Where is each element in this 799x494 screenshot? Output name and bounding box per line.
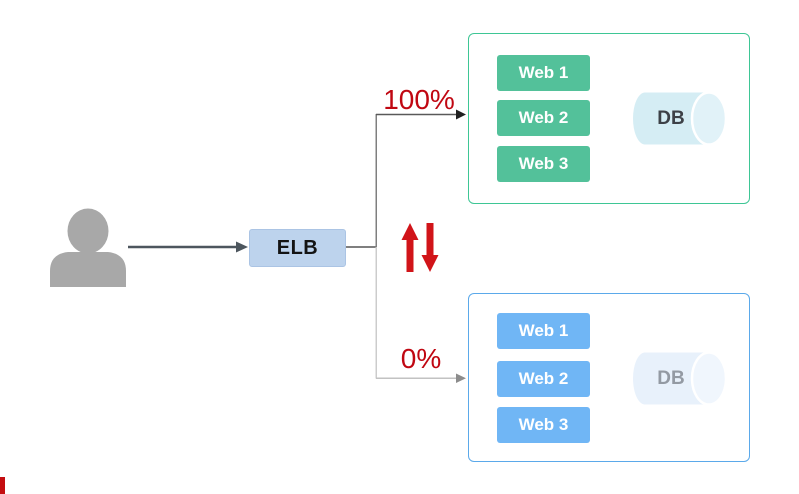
server-web1-green: Web 1 (497, 55, 590, 91)
user-to-elb-arrow (128, 241, 248, 253)
route-0-label: 0% (400, 343, 442, 374)
db-label: DB (657, 107, 685, 129)
server-label: Web 1 (518, 63, 569, 82)
db-cylinder-icon (633, 351, 728, 406)
server-label: Web 3 (518, 415, 569, 434)
db-cylinder-icon (633, 91, 728, 146)
server-label: Web 2 (518, 369, 569, 388)
environment-box-blue: Web 1 Web 2 Web 3 DB (468, 293, 750, 462)
user-icon (50, 208, 126, 287)
route-100-arrow (376, 109, 466, 120)
elb-box: ELB (249, 229, 346, 267)
bottom-left-red-bar (0, 477, 5, 494)
elb-label: ELB (276, 236, 319, 259)
switch-traffic-arrows-icon (401, 223, 439, 272)
server-web3-green: Web 3 (497, 146, 590, 182)
route-0-arrow (376, 373, 466, 383)
db-cylinder-blue: DB (632, 351, 728, 406)
server-label: Web 2 (518, 108, 569, 127)
server-web1-blue: Web 1 (497, 313, 590, 349)
server-label: Web 1 (518, 321, 569, 340)
route-100-label: 100% (383, 84, 455, 115)
db-label: DB (657, 367, 685, 389)
environment-box-green: Web 1 Web 2 Web 3 DB (468, 33, 750, 204)
server-web2-green: Web 2 (497, 100, 590, 136)
server-web2-blue: Web 2 (497, 361, 590, 397)
db-cylinder-green: DB (632, 91, 728, 146)
server-web3-blue: Web 3 (497, 407, 590, 443)
server-label: Web 3 (518, 154, 569, 173)
